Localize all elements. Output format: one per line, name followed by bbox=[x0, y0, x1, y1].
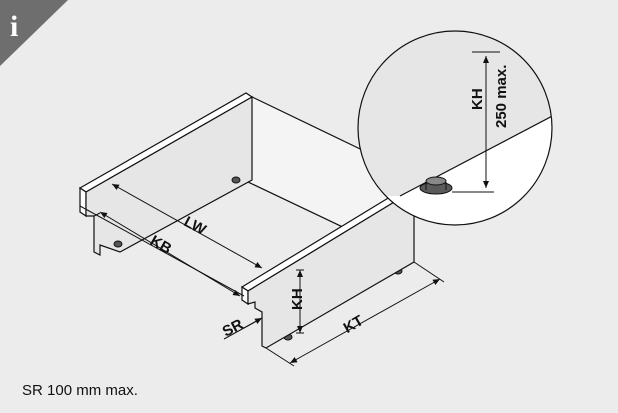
info-icon: i bbox=[10, 10, 18, 43]
label-kt: KT bbox=[341, 312, 367, 337]
label-kh: KH bbox=[289, 288, 306, 310]
label-lw: LW bbox=[181, 213, 210, 239]
info-badge: i bbox=[0, 0, 68, 66]
detail-magnifier: KH 250 max. bbox=[357, 30, 553, 226]
detail-label-max: 250 max. bbox=[493, 65, 510, 128]
detail-label-kh: KH bbox=[469, 88, 486, 110]
left-side-panel bbox=[78, 92, 254, 256]
dimension-sr: SR bbox=[220, 316, 263, 341]
footnote: SR 100 mm max. bbox=[22, 382, 138, 399]
label-sr: SR bbox=[220, 316, 247, 341]
